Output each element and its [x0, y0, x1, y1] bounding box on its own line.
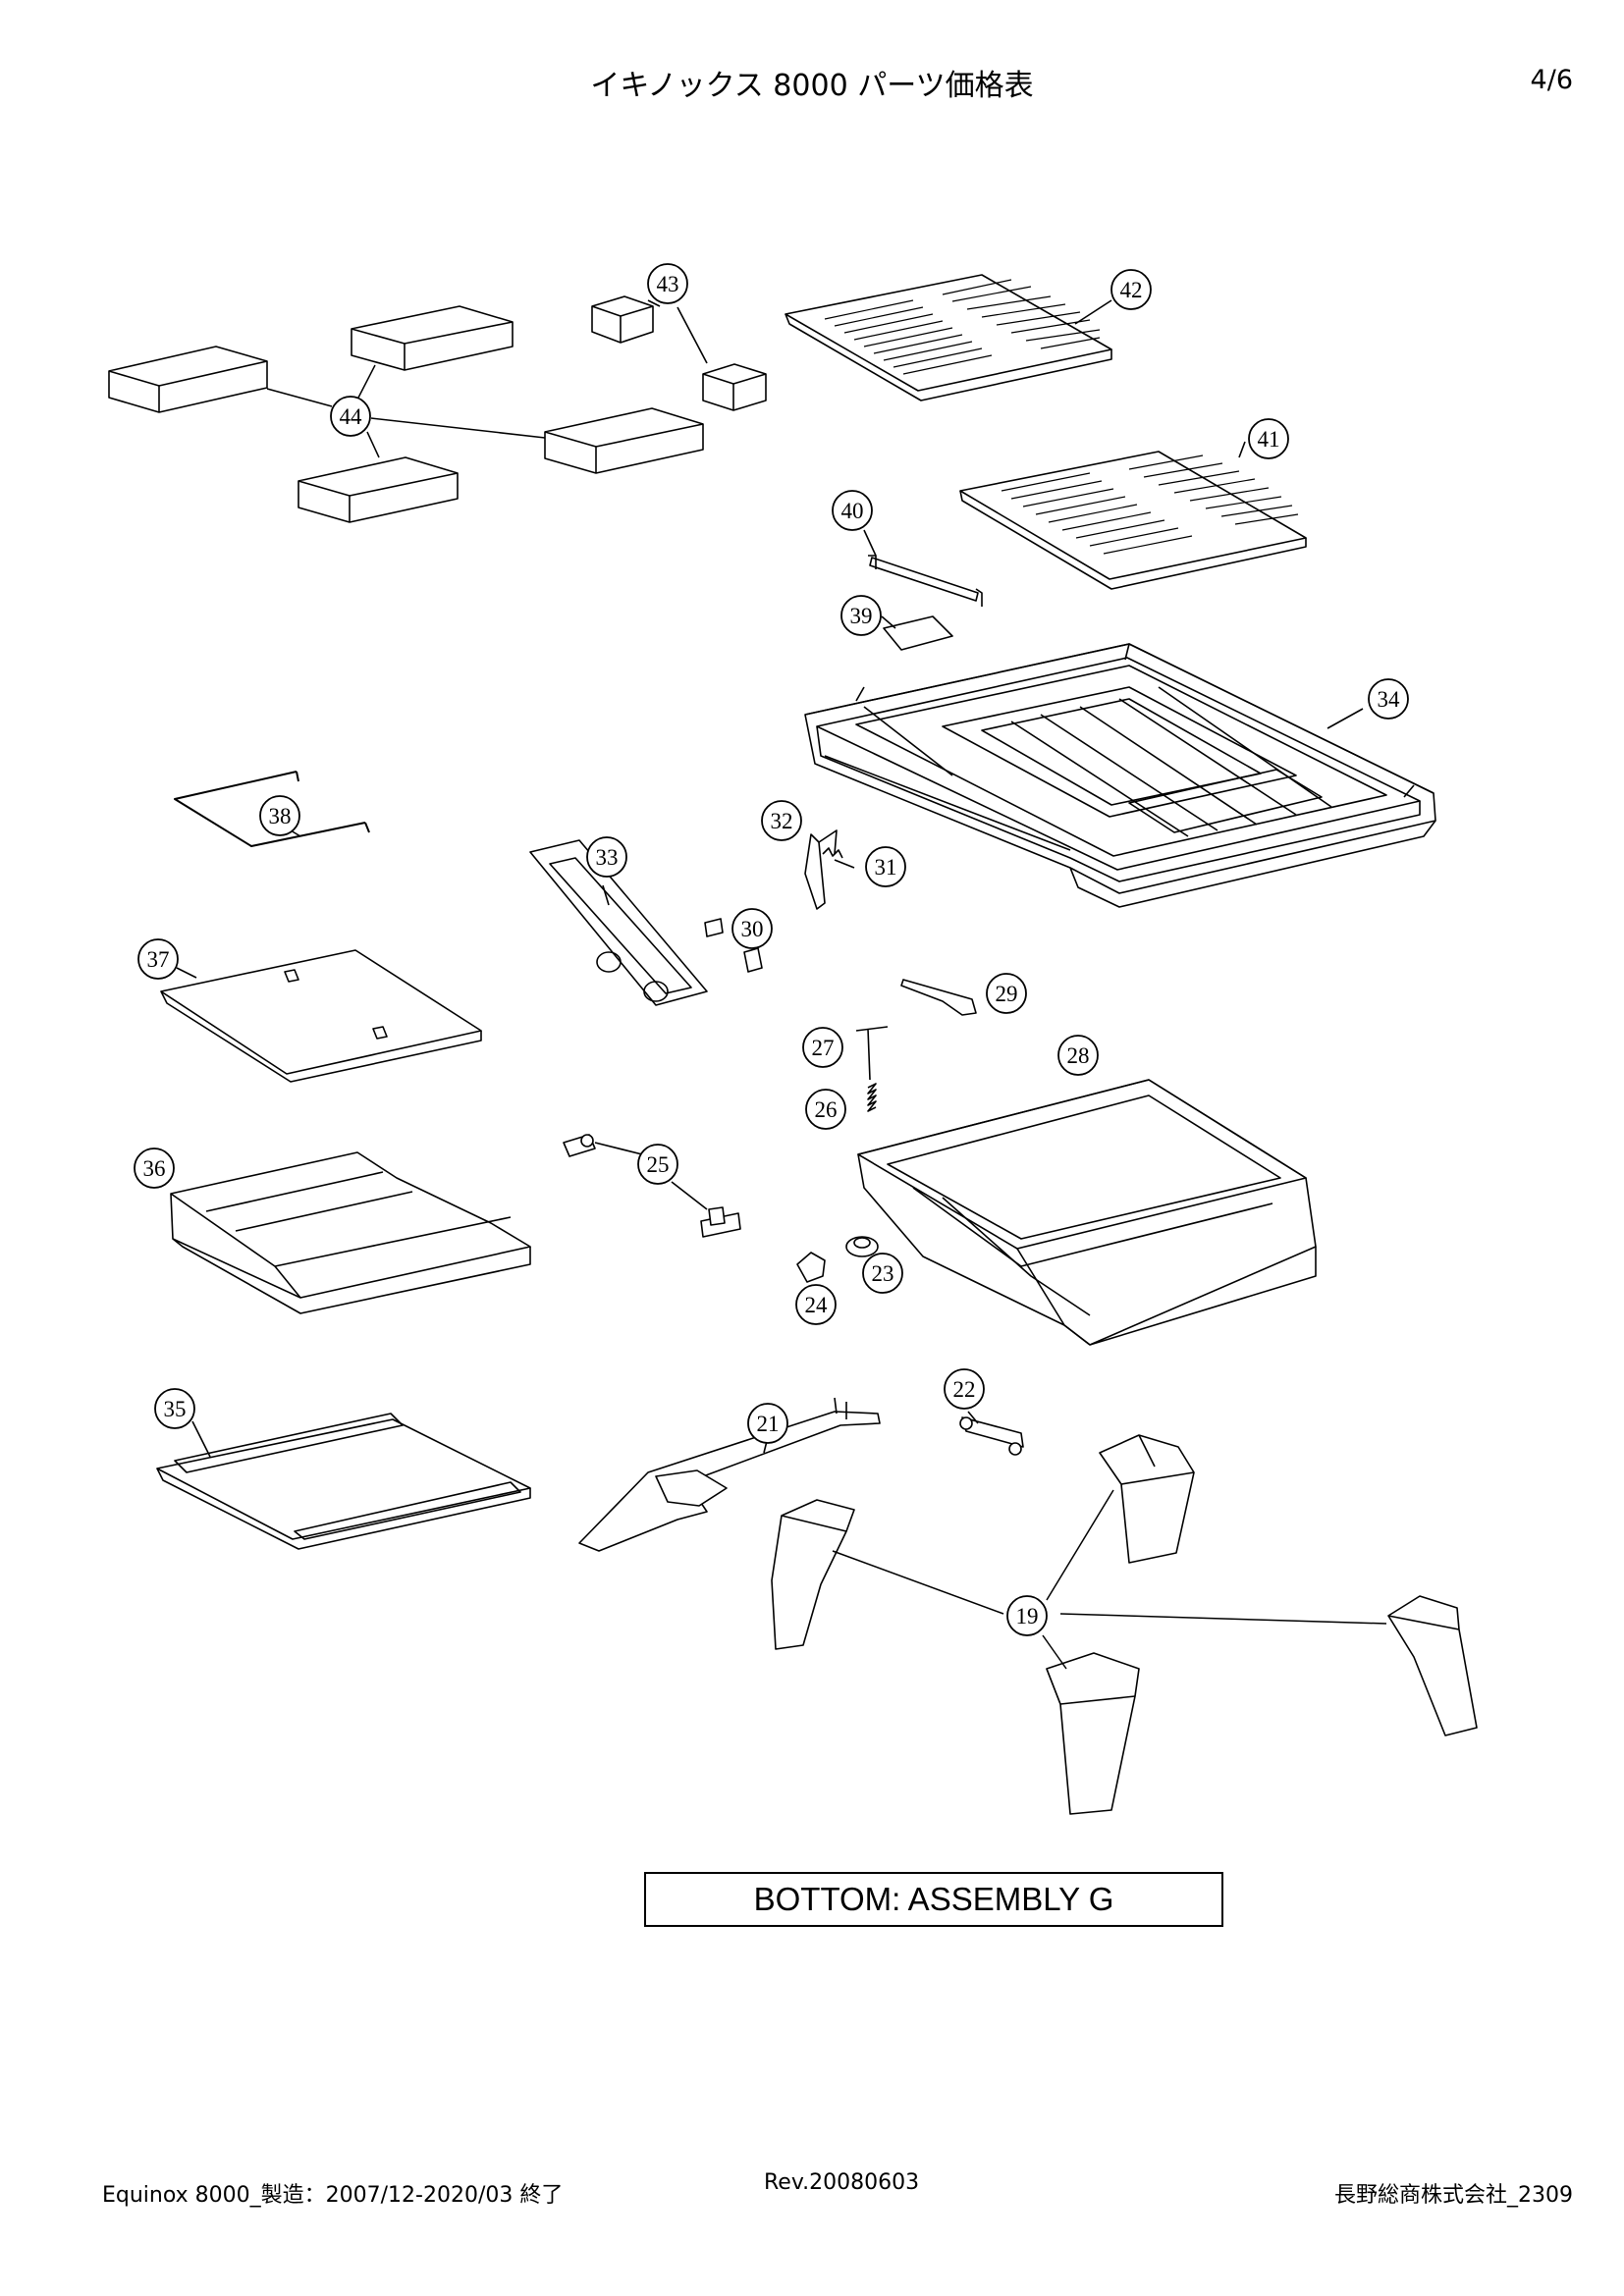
footer-model: Equinox 8000_製造：2007/12-2020/03 終了	[102, 2183, 564, 2208]
svg-text:30: 30	[741, 917, 764, 941]
callout-28: 28	[1057, 1035, 1099, 1076]
svg-text:23: 23	[872, 1261, 894, 1286]
part-19-legs	[771, 1434, 1478, 1815]
assembly-label: BOTTOM: ASSEMBLY G	[644, 1872, 1223, 1927]
part-35-bottom-plate	[156, 1413, 531, 1550]
part-28-ash-pan	[857, 1079, 1317, 1346]
callout-24: 24	[795, 1284, 837, 1325]
part-40-rod	[868, 555, 983, 607]
part-33-door	[529, 839, 708, 1006]
callout-41: 41	[1248, 418, 1289, 459]
callout-22: 22	[944, 1368, 985, 1410]
part-26-spring	[867, 1083, 877, 1112]
part-42-grate	[785, 274, 1112, 401]
svg-text:43: 43	[657, 272, 679, 296]
footer-revision: Rev.20080603	[764, 2170, 920, 2195]
callout-31: 31	[865, 846, 906, 887]
callout-42: 42	[1110, 269, 1152, 310]
callout-35: 35	[154, 1388, 195, 1429]
svg-text:39: 39	[850, 604, 873, 628]
callout-25: 25	[637, 1144, 678, 1185]
svg-text:19: 19	[1016, 1604, 1039, 1629]
callout-34: 34	[1368, 678, 1409, 720]
part-41-grate	[959, 451, 1307, 590]
svg-text:41: 41	[1258, 427, 1280, 452]
callout-40: 40	[832, 490, 873, 531]
svg-text:44: 44	[340, 404, 363, 429]
footer-company: 長野総商株式会社_2309	[1334, 2183, 1573, 2208]
part-32-handle	[804, 829, 838, 910]
callout-19: 19	[1006, 1595, 1048, 1636]
part-43-bricks	[591, 295, 767, 411]
callout-36: 36	[134, 1148, 175, 1189]
callout-39: 39	[840, 595, 882, 636]
callout-43: 43	[647, 263, 688, 304]
part-37-ash-plate	[160, 949, 482, 1083]
page-number: 4/6	[1530, 65, 1573, 95]
svg-text:42: 42	[1120, 278, 1143, 302]
part-44-bricks	[108, 305, 704, 523]
svg-text:26: 26	[815, 1097, 838, 1122]
callout-26: 26	[805, 1089, 846, 1130]
part-34-top-frame	[804, 643, 1436, 908]
callout-labels: 44 43 42 41 40 39 34 38 33 32 31 30 37 2…	[134, 263, 1409, 1636]
part-31-spring	[822, 847, 843, 859]
part-36-drawer	[170, 1151, 531, 1314]
part-29-bracket	[900, 979, 977, 1016]
part-30-hinge	[704, 918, 763, 973]
part-24-knob	[796, 1252, 826, 1283]
part-23-knob	[845, 1236, 879, 1257]
svg-text:34: 34	[1378, 687, 1401, 712]
svg-text:24: 24	[805, 1293, 829, 1317]
callout-21: 21	[747, 1403, 788, 1444]
part-27-pin	[855, 1026, 889, 1081]
callout-33: 33	[586, 836, 627, 878]
svg-text:38: 38	[269, 804, 292, 828]
svg-text:37: 37	[147, 947, 170, 972]
svg-text:32: 32	[771, 809, 793, 833]
callout-23: 23	[862, 1253, 903, 1294]
svg-text:25: 25	[647, 1152, 670, 1177]
svg-text:29: 29	[996, 982, 1018, 1006]
part-25-latch	[563, 1134, 741, 1238]
part-22-bracket	[959, 1416, 1024, 1456]
page-title: イキノックス 8000 パーツ価格表	[590, 69, 1034, 103]
callout-27: 27	[802, 1027, 843, 1068]
callout-37: 37	[137, 938, 179, 980]
svg-text:27: 27	[812, 1036, 835, 1060]
svg-text:40: 40	[841, 499, 864, 523]
svg-text:31: 31	[875, 855, 897, 880]
part-38-wire	[174, 771, 370, 847]
callout-29: 29	[986, 973, 1027, 1014]
svg-text:28: 28	[1067, 1043, 1090, 1068]
callout-38: 38	[259, 795, 300, 836]
callout-30: 30	[731, 908, 773, 949]
svg-text:35: 35	[164, 1397, 187, 1421]
callout-32: 32	[761, 800, 802, 841]
svg-text:33: 33	[596, 845, 619, 870]
svg-text:22: 22	[953, 1377, 976, 1402]
callout-44: 44	[330, 396, 371, 437]
svg-text:36: 36	[143, 1156, 166, 1181]
svg-text:21: 21	[757, 1412, 780, 1436]
part-39-plate	[883, 615, 953, 651]
